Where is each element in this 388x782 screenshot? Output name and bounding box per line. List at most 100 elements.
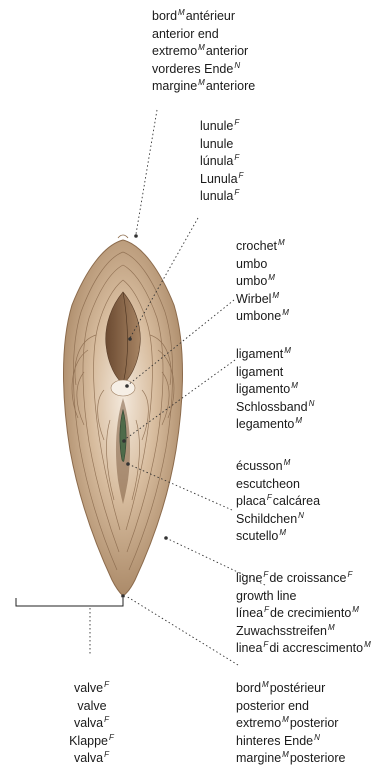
gender-marker: M <box>291 381 298 390</box>
term-text: anteriore <box>206 79 255 93</box>
gender-marker: N <box>314 733 320 742</box>
gender-marker: M <box>272 291 279 300</box>
gender-marker: M <box>198 78 205 87</box>
gender-marker: F <box>234 118 239 127</box>
gender-marker: F <box>347 570 352 579</box>
label-valve: valveFvalvevalvaFKlappeFvalvaF <box>62 680 122 768</box>
gender-marker: F <box>239 171 244 180</box>
gender-marker: F <box>234 188 239 197</box>
label-term: placaFcalcárea <box>236 493 320 511</box>
label-term: ligamentoM <box>236 381 315 399</box>
term-text: valve <box>74 681 103 695</box>
term-text: umbone <box>236 309 281 323</box>
gender-marker: M <box>262 680 269 689</box>
label-term: ligament <box>236 364 315 382</box>
term-text: écusson <box>236 459 283 473</box>
term-text: posteriore <box>290 751 346 765</box>
term-text: postérieur <box>270 681 326 695</box>
label-umbo: crochetMumboumboMWirbelMumboneM <box>236 238 290 326</box>
label-term: umbo <box>236 256 290 274</box>
label-term: líneaFde crecimientoM <box>236 605 372 623</box>
term-text: growth line <box>236 589 296 603</box>
term-text: scutello <box>236 529 278 543</box>
gender-marker: F <box>263 640 268 649</box>
gender-marker: F <box>104 680 109 689</box>
term-text: escutcheon <box>236 477 300 491</box>
label-term: lunulaF <box>200 188 244 206</box>
term-text: lunule <box>200 119 233 133</box>
term-text: Zuwachsstreifen <box>236 624 327 638</box>
label-term: KlappeF <box>62 733 122 751</box>
label-term: escutcheon <box>236 476 320 494</box>
gender-marker: F <box>104 750 109 759</box>
valve-bracket <box>16 598 123 606</box>
label-term: SchildchenN <box>236 511 320 529</box>
label-term: WirbelM <box>236 291 290 309</box>
gender-marker: M <box>284 458 291 467</box>
term-text: Schildchen <box>236 512 297 526</box>
label-term: lunule <box>200 136 244 154</box>
term-text: extremo <box>236 716 281 730</box>
label-term: valve <box>62 698 122 716</box>
leader-anterior <box>136 110 157 234</box>
term-text: margine <box>152 79 197 93</box>
gender-marker: F <box>104 715 109 724</box>
label-term: ligneFde croissanceF <box>236 570 372 588</box>
label-term: crochetM <box>236 238 290 256</box>
label-term: bordMantérieur <box>152 8 255 26</box>
gender-marker: M <box>352 605 359 614</box>
label-term: growth line <box>236 588 372 606</box>
term-text: calcárea <box>273 494 320 508</box>
gender-marker: M <box>278 238 285 247</box>
label-term: posterior end <box>236 698 345 716</box>
label-term: legamentoM <box>236 416 315 434</box>
label-term: lúnulaF <box>200 153 244 171</box>
label-term: margineMposteriore <box>236 750 345 768</box>
leader-posterior <box>126 596 238 665</box>
term-text: Lunula <box>200 172 238 186</box>
term-text: valva <box>74 716 103 730</box>
term-text: margine <box>236 751 281 765</box>
label-term: valvaF <box>62 750 122 768</box>
gender-marker: M <box>282 750 289 759</box>
label-term: margineManteriore <box>152 78 255 96</box>
term-text: linea <box>236 641 262 655</box>
term-text: Klappe <box>69 734 108 748</box>
gender-marker: N <box>309 399 315 408</box>
gender-marker: M <box>198 43 205 52</box>
label-term: valveF <box>62 680 122 698</box>
gender-marker: F <box>267 493 272 502</box>
label-term: extremoMposterior <box>236 715 345 733</box>
label-term: LunulaF <box>200 171 244 189</box>
gender-marker: F <box>234 153 239 162</box>
term-text: umbo <box>236 274 267 288</box>
term-text: de croissance <box>269 571 346 585</box>
gender-marker: M <box>279 528 286 537</box>
label-term: lineaFdi accrescimentoM <box>236 640 372 658</box>
label-term: vorderes EndeN <box>152 61 255 79</box>
term-text: Wirbel <box>236 292 271 306</box>
term-text: posterior end <box>236 699 309 713</box>
label-term: umboneM <box>236 308 290 326</box>
term-text: lunula <box>200 189 233 203</box>
label-term: extremoManterior <box>152 43 255 61</box>
term-text: di accrescimento <box>269 641 363 655</box>
term-text: de crecimiento <box>270 606 351 620</box>
label-term: lunuleF <box>200 118 244 136</box>
term-text: bord <box>152 9 177 23</box>
gender-marker: F <box>263 570 268 579</box>
gender-marker: M <box>178 8 185 17</box>
term-text: legamento <box>236 417 294 431</box>
term-text: lúnula <box>200 154 233 168</box>
label-term: ligamentM <box>236 346 315 364</box>
term-text: línea <box>236 606 263 620</box>
label-term: anterior end <box>152 26 255 44</box>
label-term: scutelloM <box>236 528 320 546</box>
term-text: umbo <box>236 257 267 271</box>
label-term: valvaF <box>62 715 122 733</box>
